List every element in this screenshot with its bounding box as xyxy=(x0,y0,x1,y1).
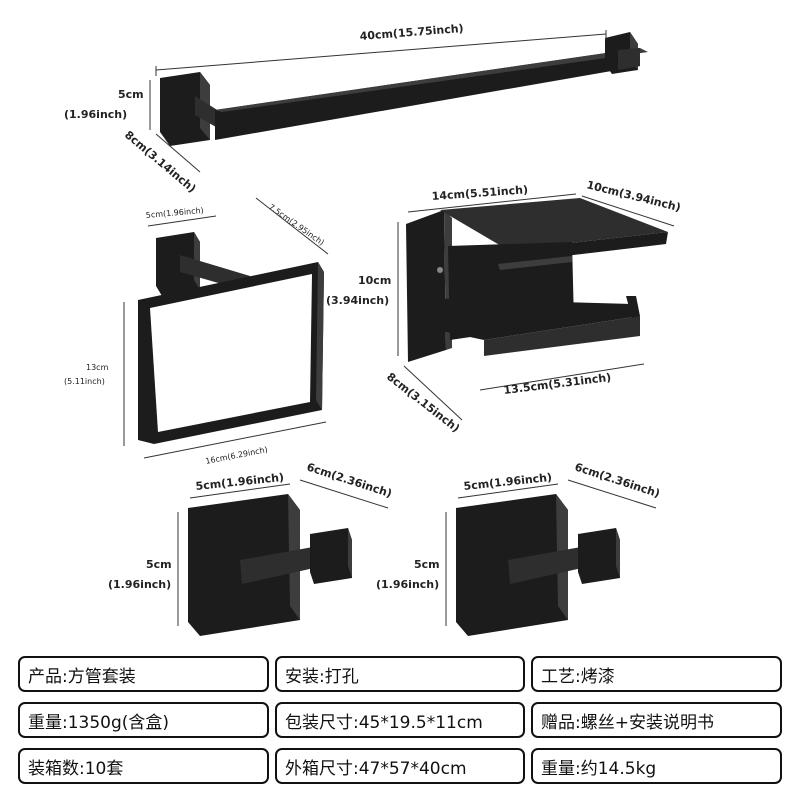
holder-height-in-label: (3.94inch) xyxy=(326,294,389,307)
spec-carton-size: 外箱尺寸:47*57*40cm xyxy=(275,748,525,784)
spec-product: 产品:方管套装 xyxy=(18,656,269,692)
towel-bar xyxy=(160,32,648,146)
hook2-depth-label: 6cm(2.36inch) xyxy=(573,460,661,500)
spec-table: 产品:方管套装 安装:打孔 工艺:烤漆 重量:1350g(含盒) 包装尺寸:45… xyxy=(18,656,782,788)
holder-width-label: 14cm(5.51inch) xyxy=(431,183,528,203)
spec-package-size: 包装尺寸:45*19.5*11cm xyxy=(275,702,525,738)
hook1-width-label: 5cm(1.96inch) xyxy=(195,471,285,493)
hook1-depth-label: 6cm(2.36inch) xyxy=(305,460,393,500)
spec-process: 工艺:烤漆 xyxy=(531,656,782,692)
holder-depth-bottom-label: 8cm(3.15inch) xyxy=(384,370,462,435)
hook2-height-in-label: (1.96inch) xyxy=(376,578,439,591)
paper-holder xyxy=(406,198,668,362)
holder-bottom-label: 13.5cm(5.31inch) xyxy=(503,371,612,397)
hook2-width-label: 5cm(1.96inch) xyxy=(463,471,553,493)
bar-length-label: 40cm(15.75inch) xyxy=(359,22,464,43)
ring-height-in-label: (5.11inch) xyxy=(64,377,105,386)
spec-weight: 重量:1350g(含盒) xyxy=(18,702,269,738)
towel-ring xyxy=(138,232,324,444)
spec-gift: 赠品:螺丝+安装说明书 xyxy=(531,702,782,738)
bar-height-cm-label: 5cm xyxy=(118,88,144,101)
robe-hook-left xyxy=(188,494,352,636)
hook1-height-cm-label: 5cm xyxy=(146,558,172,571)
ring-height-cm-label: 13cm xyxy=(86,363,109,372)
spec-carton-qty: 装箱数:10套 xyxy=(18,748,269,784)
bar-height-in-label: (1.96inch) xyxy=(64,108,127,121)
spec-install: 安装:打孔 xyxy=(275,656,525,692)
holder-height-cm-label: 10cm xyxy=(358,274,391,287)
product-illustration: 40cm(15.75inch) 5cm (1.96inch) 8cm(3.14i… xyxy=(64,22,682,636)
ring-bottom-label: 16cm(6.29inch) xyxy=(205,445,269,466)
robe-hook-right xyxy=(456,494,620,636)
spec-carton-weight: 重量:约14.5kg xyxy=(531,748,782,784)
hook1-height-in-label: (1.96inch) xyxy=(108,578,171,591)
hook2-height-cm-label: 5cm xyxy=(414,558,440,571)
ring-depth-label: 7.5cm(2.95inch) xyxy=(267,202,326,247)
ring-width-label: 5cm(1.96inch) xyxy=(145,206,204,220)
